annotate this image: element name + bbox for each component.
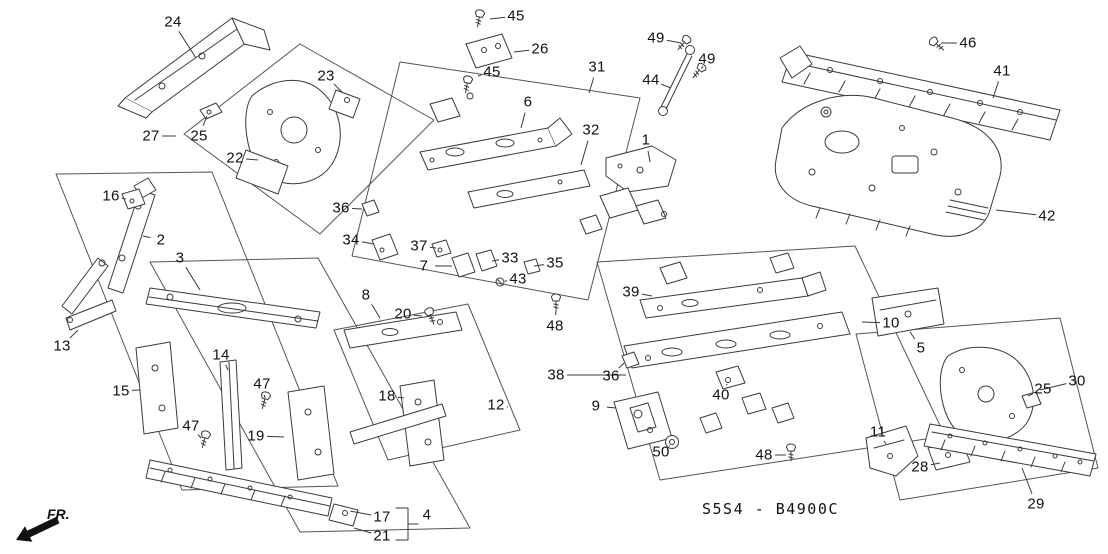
part-sketch-strut-tower: [235, 79, 361, 195]
leader-line-29: [1021, 467, 1033, 494]
leader-line-11: [883, 440, 887, 445]
leader-line-45: [489, 16, 506, 20]
part-sketch-bulkhead-bracket-set: [579, 145, 677, 235]
leader-line-49: [666, 39, 682, 44]
part-sketch-lower-crossmember: [145, 459, 419, 541]
leader-line-8: [371, 304, 381, 319]
leader-line-40: [725, 383, 728, 386]
leader-line-49: [701, 65, 704, 69]
part-sketch-dashboard: [774, 94, 1002, 237]
part-sketch-outrigger: [871, 287, 945, 337]
part-sketch-side-sill-right: [923, 423, 1097, 477]
leader-line-28: [930, 462, 941, 466]
leader-line-17: [349, 510, 372, 516]
part-sketch-side-frame-rails: [623, 252, 851, 369]
leader-line-30: [1039, 383, 1067, 391]
fr-direction-label: FR.: [47, 506, 70, 522]
leader-line-2: [142, 235, 151, 239]
leader-line-47: [263, 394, 266, 399]
part-sketch-stay-rod: [658, 45, 695, 116]
leader-line-6: [520, 112, 526, 129]
leader-line-33: [491, 259, 500, 262]
leader-line-5: [909, 331, 916, 340]
leader-line-22: [245, 158, 259, 161]
leader-line-20: [413, 314, 423, 317]
leader-line-45: [477, 74, 482, 77]
leader-line-42: [995, 209, 1037, 216]
leader-line-41: [992, 81, 999, 99]
part-sketch-small-brackets-right: [613, 351, 795, 450]
part-sketch-upper-member: [117, 17, 271, 120]
leader-line-32: [580, 140, 589, 166]
leader-line-18: [397, 396, 405, 399]
leader-line-26: [513, 49, 530, 53]
leader-line-23: [333, 83, 344, 94]
leader-line-36: [618, 362, 625, 369]
part-sketch-front-rails: [419, 92, 591, 209]
leader-line-9: [606, 406, 617, 409]
leader-line-19: [266, 435, 285, 438]
part-sketch-radiator-support: [61, 177, 335, 481]
leader-line-37: [429, 246, 437, 249]
leader-line-14: [225, 364, 229, 371]
leader-line-10: [861, 321, 881, 324]
leader-line-31: [588, 77, 595, 94]
leader-line-44: [661, 83, 672, 89]
leader-line-24: [178, 31, 197, 59]
leader-line-21: [353, 527, 372, 534]
leader-line-3: [185, 267, 201, 291]
leader-line-50: [668, 444, 671, 447]
leader-line-36: [351, 208, 363, 210]
leader-line-34: [361, 241, 375, 245]
leader-line-16: [121, 197, 127, 200]
leader-line-13: [69, 329, 79, 339]
leader-line-35: [533, 264, 545, 267]
part-sketch-cowl-top: [779, 45, 1061, 141]
part-sketch-bracket-26: [465, 33, 513, 69]
leader-line-39: [641, 293, 653, 297]
fr-arrow-icon: [16, 516, 60, 542]
leader-line-47: [197, 434, 202, 439]
part-sketch-stiffeners: [361, 199, 541, 287]
leader-line-25: [1027, 393, 1034, 397]
diagram-code: S5S4 - B4900C: [702, 500, 839, 518]
leader-line-1: [647, 150, 651, 163]
leader-line-25: [202, 115, 208, 126]
